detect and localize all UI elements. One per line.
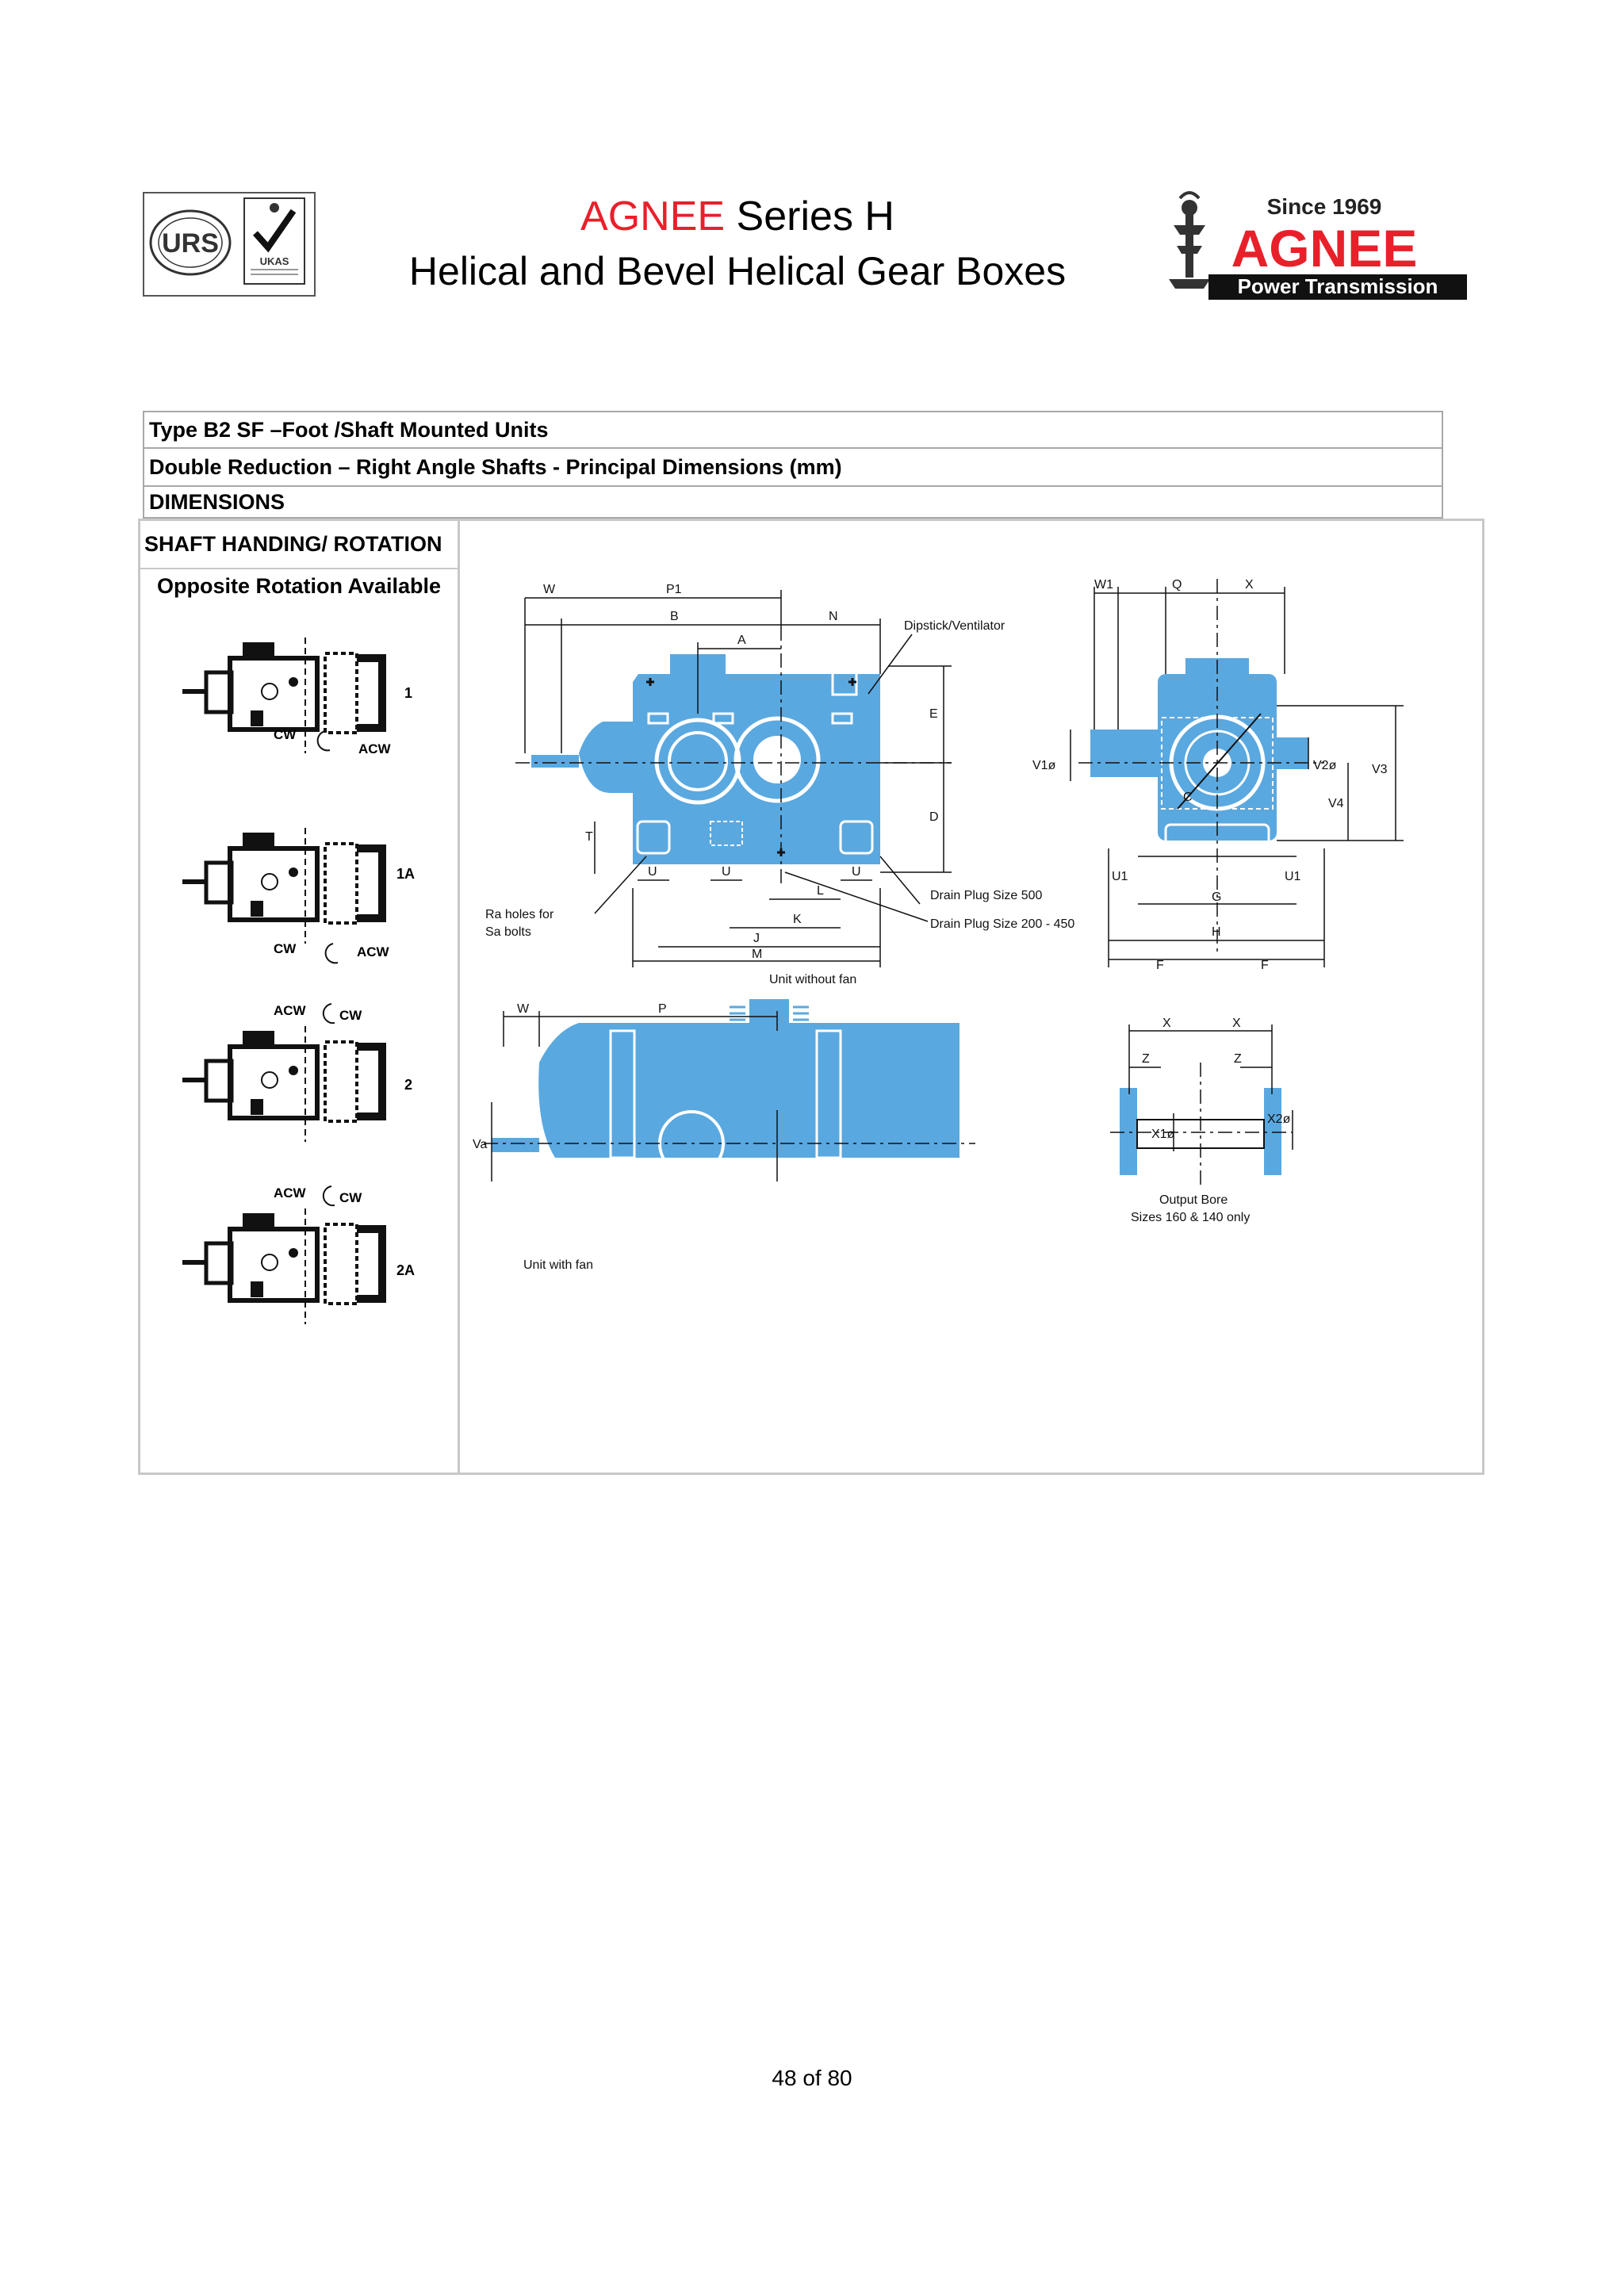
handing-option-2a: ACW CW 2A xyxy=(182,1185,415,1324)
dim-w1: W1 xyxy=(1094,578,1113,592)
dim-c: C xyxy=(1183,791,1193,804)
handing-label: 2A xyxy=(396,1262,415,1278)
side-view-unit-without-fan: W P1 B A N E D T U U U L K J M Dipstick/… xyxy=(485,583,1074,986)
dim-p1: P1 xyxy=(666,583,682,596)
dim-t: T xyxy=(585,830,593,844)
dim-v1: V1ø xyxy=(1032,759,1056,772)
note-output-bore-2: Sizes 160 & 140 only xyxy=(1131,1211,1250,1224)
note-unit-without-fan: Unit without fan xyxy=(769,973,856,986)
dim-bore-z-left: Z xyxy=(1142,1052,1150,1066)
handing-diagrams: 1 CW ACW 1A CW ACW ACW CW 2 ACW CW 2A xyxy=(159,611,415,1340)
rotation-arrow-icon xyxy=(316,730,331,752)
dim-d: D xyxy=(929,810,939,824)
rotation-arrow-icon xyxy=(324,943,339,964)
agnee-logo: Since 1969 AGNEE Power Transmission xyxy=(1158,190,1475,301)
gearbox-dimension-drawing: W P1 B A N E D T U U U L K J M Dipstick/… xyxy=(473,578,1404,1272)
acw-label: ACW xyxy=(274,1185,307,1201)
dim-j: J xyxy=(753,932,760,945)
dim-m: M xyxy=(752,948,762,961)
note-holes-1: Ra holes for xyxy=(485,908,554,921)
dim-x: X xyxy=(1245,578,1254,592)
dim-fan-p: P xyxy=(658,1002,667,1016)
handing-subheader: Opposite Rotation Available xyxy=(156,574,442,598)
description-row: Double Reduction – Right Angle Shafts - … xyxy=(143,449,1443,487)
dim-w: W xyxy=(543,583,556,596)
page-number: 48 of 80 xyxy=(772,2066,852,2090)
handing-column xyxy=(138,519,460,1475)
dim-f-right: F xyxy=(1261,959,1269,972)
acw-label: ACW xyxy=(358,741,392,756)
dim-u1-left: U1 xyxy=(1112,870,1128,883)
dim-bore-z-right: Z xyxy=(1234,1052,1242,1066)
handing-option-1a: 1A CW ACW xyxy=(182,828,415,964)
dim-h: H xyxy=(1212,925,1221,939)
dim-q: Q xyxy=(1172,578,1182,592)
title-line-2: Helical and Bevel Helical Gear Boxes xyxy=(408,249,1067,293)
logo-tagline: Power Transmission xyxy=(1238,274,1438,298)
urs-text: URS xyxy=(162,228,219,259)
note-drain-1: Drain Plug Size 500 xyxy=(930,889,1043,902)
dim-v2: V2ø xyxy=(1313,759,1337,772)
dim-e: E xyxy=(929,707,938,721)
cw-label: CW xyxy=(274,941,297,956)
dim-u-2: U xyxy=(722,865,731,879)
logo-since: Since 1969 xyxy=(1267,194,1382,219)
handing-header: SHAFT HANDING/ ROTATION xyxy=(140,520,458,569)
cw-label: CW xyxy=(274,727,297,742)
dim-bore-x-left: X xyxy=(1162,1017,1171,1030)
brand-name: AGNEE xyxy=(580,193,726,239)
note-drain-2: Drain Plug Size 200 - 450 xyxy=(930,917,1074,931)
dim-fan-va: Va xyxy=(473,1138,487,1151)
dim-bore-x2: X2ø xyxy=(1267,1113,1291,1126)
dim-fan-w: W xyxy=(517,1002,530,1016)
series-name: Series H xyxy=(736,193,894,239)
dim-bore-x-right: X xyxy=(1232,1017,1241,1030)
acw-label: ACW xyxy=(274,1003,307,1018)
end-view: W1 Q X V1ø V2ø V3 V4 C U1 U1 G H F F xyxy=(1032,578,1404,972)
rotation-arrow-icon xyxy=(322,1185,335,1207)
document-title: AGNEE Series H Helical and Bevel Helical… xyxy=(333,190,1142,300)
note-unit-with-fan: Unit with fan xyxy=(523,1258,593,1272)
dim-b: B xyxy=(670,610,679,623)
handing-option-1: 1 CW ACW xyxy=(182,638,412,756)
handing-option-2: ACW CW 2 xyxy=(182,1003,412,1142)
dim-g: G xyxy=(1212,890,1221,904)
dim-u-3: U xyxy=(852,865,861,879)
type-row: Type B2 SF –Foot /Shaft Mounted Units xyxy=(143,411,1443,449)
note-holes-2: Sa bolts xyxy=(485,925,531,939)
rotation-arrow-icon xyxy=(322,1003,335,1024)
dim-n: N xyxy=(829,610,838,623)
output-bore-view: X X Z Z X1ø X2ø Output Bore Sizes 160 & … xyxy=(1110,1017,1293,1224)
dim-l: L xyxy=(817,884,824,898)
acw-label: ACW xyxy=(357,944,390,959)
note-dipstick: Dipstick/Ventilator xyxy=(904,619,1005,633)
dim-u1-right: U1 xyxy=(1285,870,1301,883)
dim-k: K xyxy=(793,913,802,926)
logo-name: AGNEE xyxy=(1231,219,1418,278)
dim-bore-x1: X1ø xyxy=(1151,1128,1175,1141)
handing-label: 2 xyxy=(404,1077,412,1093)
side-view-unit-with-fan: W P Va Unit with fan xyxy=(473,999,975,1272)
dimensions-row: DIMENSIONS xyxy=(143,487,1443,519)
urs-ukas-certification-logo: URS UKAS xyxy=(143,192,316,297)
handing-label: 1A xyxy=(396,866,415,882)
dim-u-1: U xyxy=(648,865,657,879)
emblem-icon xyxy=(1169,191,1210,289)
dim-v3: V3 xyxy=(1372,763,1388,776)
cw-label: CW xyxy=(339,1190,362,1205)
ukas-text: UKAS xyxy=(260,255,289,267)
cw-label: CW xyxy=(339,1008,362,1023)
note-output-bore-1: Output Bore xyxy=(1159,1193,1228,1207)
dim-v4: V4 xyxy=(1328,797,1344,810)
dim-a: A xyxy=(737,634,746,647)
dim-f-left: F xyxy=(1156,959,1164,972)
title-line-1: AGNEE Series H xyxy=(333,190,1142,243)
handing-label: 1 xyxy=(404,685,412,701)
